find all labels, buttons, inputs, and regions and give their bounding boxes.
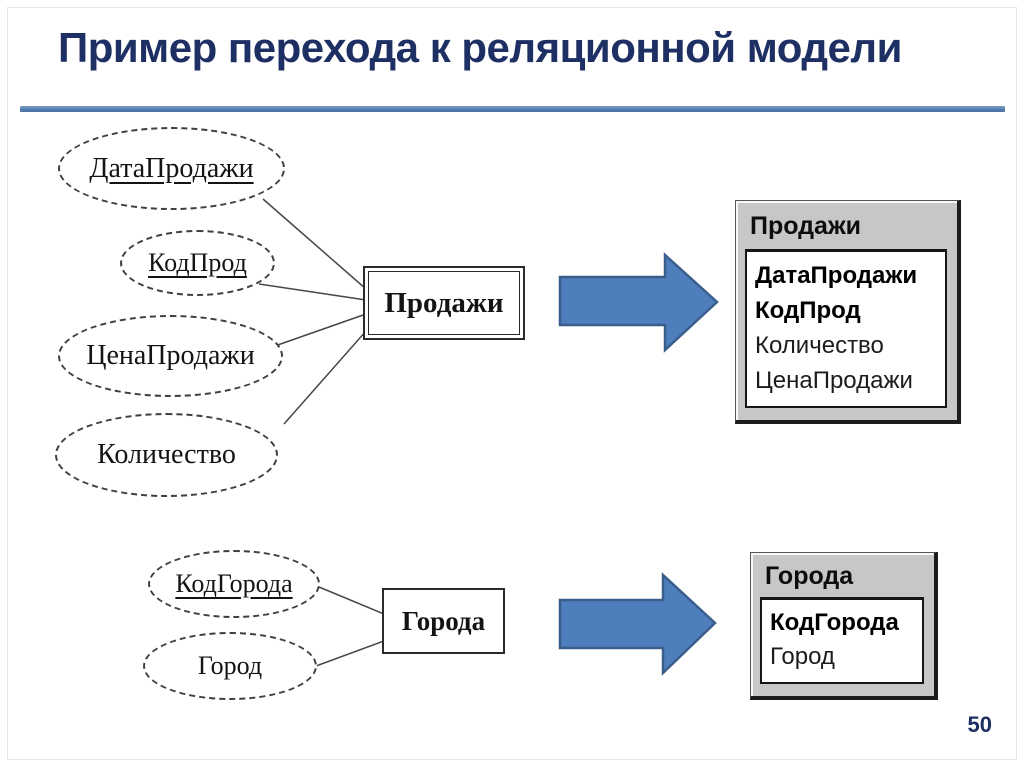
- attribute-label: КодПрод: [148, 248, 247, 277]
- entity-label: Города: [401, 605, 486, 636]
- table-field-list: ДатаПродажи КодПрод Количество ЦенаПрода…: [745, 249, 947, 408]
- table-title: Города: [765, 562, 854, 590]
- connector-line: [283, 330, 367, 425]
- attribute-label: Город: [197, 651, 263, 680]
- attribute-ellipse-kod-prod: КодПрод: [120, 230, 275, 296]
- page-title: Пример перехода к реляционной модели: [58, 24, 902, 71]
- attribute-ellipse-cena-prodazhi: ЦенаПродажи: [58, 315, 283, 397]
- connector-line: [258, 283, 367, 301]
- entity-box-goroda: Города: [382, 588, 505, 654]
- table-field-row: КодГорода: [770, 609, 899, 636]
- table-field-row: ДатаПродажи: [755, 262, 918, 289]
- entity-box-inner-border: Продажи: [368, 271, 520, 335]
- table-field-row: Количество: [755, 332, 884, 359]
- table-field-row: Город: [770, 643, 835, 670]
- relational-table-goroda: Города КодГорода Город: [750, 552, 938, 700]
- attribute-label: КодГорода: [175, 569, 293, 598]
- attribute-label: ДатаПродажи: [89, 152, 254, 184]
- table-title: Продажи: [750, 212, 862, 240]
- title-divider: [20, 106, 1005, 112]
- connector-line: [271, 313, 367, 348]
- transform-arrow-icon: [558, 572, 717, 676]
- entity-label: Продажи: [384, 286, 504, 319]
- connector-line: [262, 198, 367, 290]
- connector-line: [315, 640, 385, 667]
- attribute-ellipse-data-prodazhi: ДатаПродажи: [58, 127, 285, 210]
- table-field-row: КодПрод: [755, 297, 861, 324]
- attribute-ellipse-kod-goroda: КодГорода: [148, 550, 320, 618]
- entity-box-prodazhi: Продажи: [363, 266, 525, 340]
- attribute-ellipse-gorod: Город: [143, 632, 317, 700]
- attribute-ellipse-kolichestvo: Количество: [55, 413, 278, 497]
- transform-arrow-icon: [558, 252, 719, 353]
- table-field-list: КодГорода Город: [760, 597, 924, 684]
- connector-line: [318, 586, 385, 615]
- attribute-label: ЦенаПродажи: [86, 340, 255, 371]
- page-number: 50: [967, 712, 992, 737]
- table-field-row: ЦенаПродажи: [755, 367, 913, 394]
- relational-table-prodazhi: Продажи ДатаПродажи КодПрод Количество Ц…: [735, 200, 961, 424]
- attribute-label: Количество: [97, 439, 236, 470]
